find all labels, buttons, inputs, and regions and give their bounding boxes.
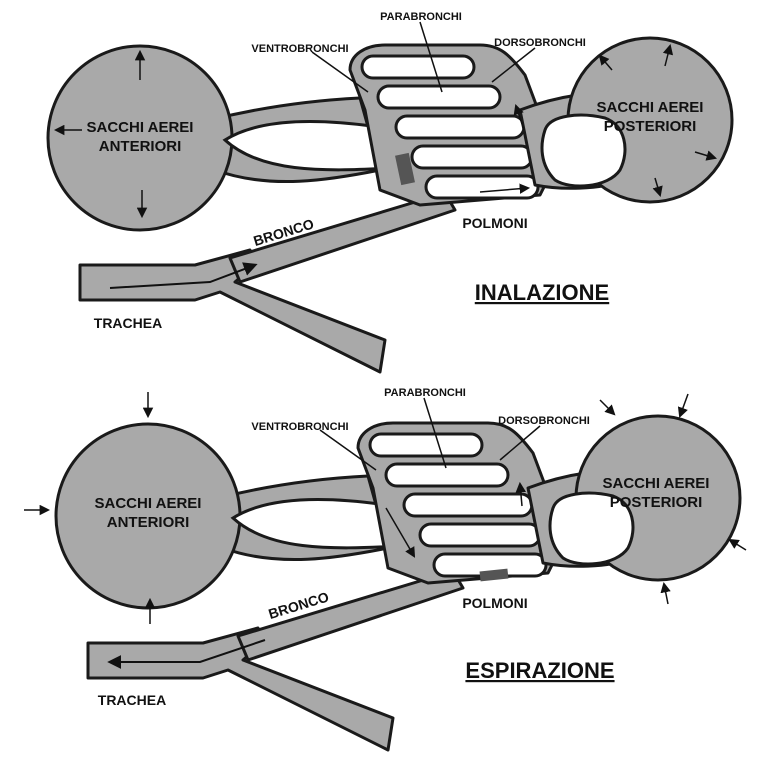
- arrow-icon: [694, 150, 718, 161]
- anterior-sacs-label-line2: ANTERIORI: [99, 138, 182, 155]
- lungs-label: POLMONI: [462, 215, 527, 231]
- anterior-sacs-label-line1: SACCHI AEREI: [95, 495, 202, 512]
- shaded-block: [395, 152, 415, 186]
- airflow-arrow-icon: [515, 481, 526, 507]
- ventrobronchi-label: VENTROBRONCHI: [251, 43, 348, 55]
- airflow-arrow-icon: [107, 639, 266, 669]
- airflow-arrow-icon: [109, 262, 258, 289]
- inhalation-title: INALAZIONE: [475, 280, 609, 305]
- ventrobronchi-label: VENTROBRONCHI: [251, 421, 348, 433]
- posterior-sacs-label-line2: POSTERIORI: [610, 494, 703, 511]
- trachea-label: TRACHEA: [98, 692, 166, 708]
- arrow-icon: [660, 581, 671, 605]
- parabronchi-label: PARABRONCHI: [384, 387, 466, 399]
- exhalation-title: ESPIRAZIONE: [465, 658, 614, 683]
- dorsobronchi-label: DORSOBRONCHI: [494, 37, 586, 49]
- shaded-block: [479, 568, 509, 582]
- anterior-sacs-label-line1: SACCHI AEREI: [87, 119, 194, 136]
- airflow-arrow-icon: [385, 507, 416, 558]
- posterior-sacs-label-line2: POSTERIORI: [604, 118, 697, 135]
- arrow-icon: [599, 399, 616, 416]
- airflow-arrow-icon: [479, 183, 531, 194]
- arrow-icon: [728, 538, 747, 551]
- inhalation-panel: PARABRONCHI VENTROBRONCHI DORSOBRONCHI S…: [46, 11, 734, 374]
- posterior-sacs-label-line1: SACCHI AEREI: [597, 99, 704, 116]
- airflow-arrow-icon: [513, 104, 525, 131]
- posterior-sacs-label-line1: SACCHI AEREI: [603, 475, 710, 492]
- lungs-label: POLMONI: [462, 595, 527, 611]
- exhalation-panel: PARABRONCHI VENTROBRONCHI DORSOBRONCHI S…: [24, 387, 747, 752]
- arrow-icon: [677, 393, 689, 418]
- arrow-icon: [652, 177, 663, 198]
- trachea-label: TRACHEA: [94, 315, 162, 331]
- arrow-icon: [662, 43, 674, 67]
- arrow-icon: [598, 54, 613, 71]
- dorsobronchi-label: DORSOBRONCHI: [498, 415, 590, 427]
- parabronchi-label: PARABRONCHI: [380, 11, 462, 23]
- anterior-sacs-label-line2: ANTERIORI: [107, 514, 190, 531]
